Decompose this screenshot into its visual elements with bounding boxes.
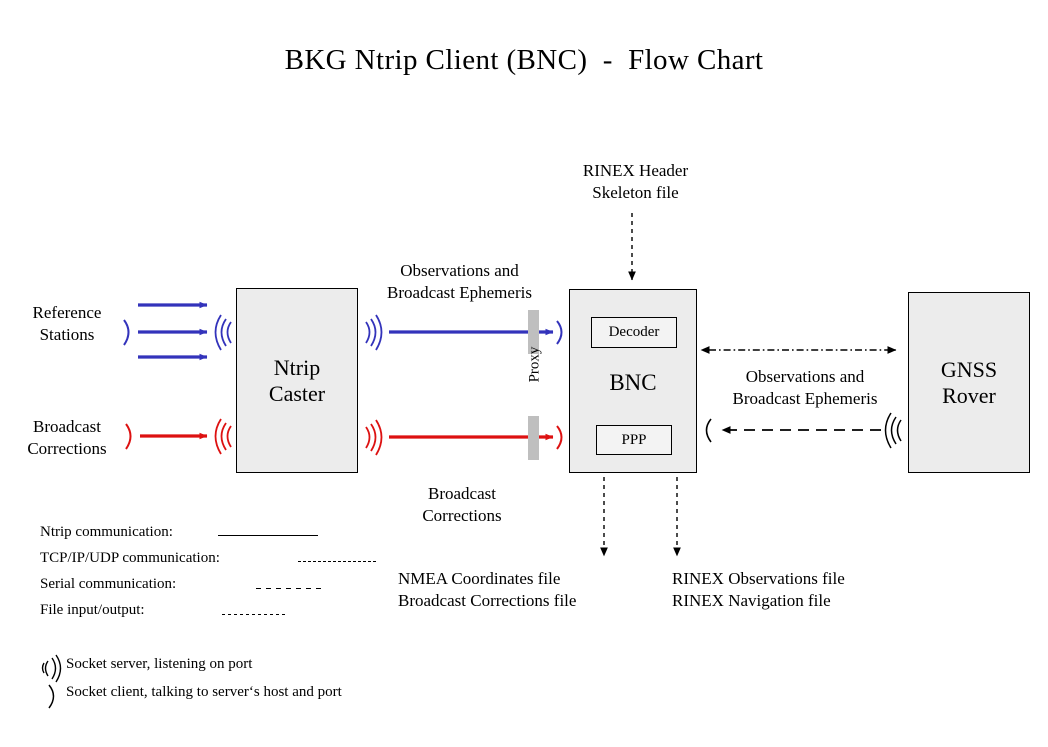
label-nmea-output-files: NMEA Coordinates file Broadcast Correcti… [398,569,577,610]
label-broadcast-corrections-caster-bnc: Broadcast Corrections [422,484,502,525]
arrow-refstations-to-caster [138,301,208,361]
node-ppp[interactable]: PPP [596,425,672,455]
label-rinex-output-files: RINEX Observations file RINEX Navigation… [672,569,845,610]
node-ntrip-caster[interactable]: Ntrip Caster [236,288,358,473]
socket-server-icon-rover [884,412,902,449]
label-observations-ephemeris-bnc-rover: Observations and Broadcast Ephemeris [732,367,878,408]
socket-client-icon-broadcastcorr [125,423,132,450]
node-gnss-rover[interactable]: GNSS Rover [908,292,1030,473]
node-bnc-label: BNC [609,370,657,395]
label-broadcast-corrections-source: Broadcast Corrections [27,417,107,458]
proxy-label: Proxy [526,346,543,383]
legend-label-ntrip: Ntrip communication: [40,524,173,540]
legend-sample-dashdot-line [256,588,324,590]
legend-label-serial: Serial communication: [40,576,177,592]
legend-sample-dashed-line [298,561,376,562]
proxy-bar-bottom [528,416,539,460]
socket-server-icon-caster-out-blue [365,314,383,351]
legend-row-ntrip: Ntrip communication: [40,524,370,550]
node-ntrip-caster-label: Ntrip Caster [268,354,326,406]
legend-label-fileio: File input/output: [40,602,145,618]
legend-label-socket-client: Socket client, talking to server‘s host … [66,684,342,700]
socket-server-icon-caster-in-blue [214,314,232,351]
legend-label-socket-server: Socket server, listening on port [66,656,253,672]
node-decoder-label: Decoder [608,324,660,340]
socket-server-icon-caster-out-red [365,419,383,456]
legend-row-socket-client: Socket client, talking to server‘s host … [40,682,460,710]
legend-sample-solid-line [218,535,318,536]
legend-socket-symbols: Socket server, listening on port Socket … [40,654,460,710]
legend-row-serial: Serial communication: [40,576,370,602]
node-decoder[interactable]: Decoder [591,317,677,348]
legend-row-socket-server: Socket server, listening on port [40,654,460,682]
label-reference-stations: Reference Stations [32,303,102,344]
socket-server-icon-caster-in-red [214,418,232,455]
label-rinex-header-skeleton-file: RINEX Header Skeleton file [582,161,689,202]
socket-client-icon-bnc-in-red [556,425,563,450]
legend-sample-dotted-line [222,614,287,616]
legend-line-styles: Ntrip communication: TCP/IP/UDP communic… [40,524,376,628]
socket-client-icon-bnc-out [705,418,712,443]
label-observations-ephemeris-caster-bnc: Observations and Broadcast Ephemeris [387,261,532,302]
node-gnss-rover-label: GNSS Rover [940,356,998,408]
page-title: BKG Ntrip Client (BNC) - Flow Chart [284,44,764,76]
node-ppp-label: PPP [621,431,647,448]
legend-label-tcpip: TCP/IP/UDP communication: [40,550,220,566]
legend-row-fileio: File input/output: [40,602,370,628]
socket-client-icon-bnc-in-blue [556,320,563,345]
proxy-bar-top [528,310,539,354]
legend-row-tcpip: TCP/IP/UDP communication: [40,550,376,576]
socket-client-icon-refstations [123,319,130,346]
